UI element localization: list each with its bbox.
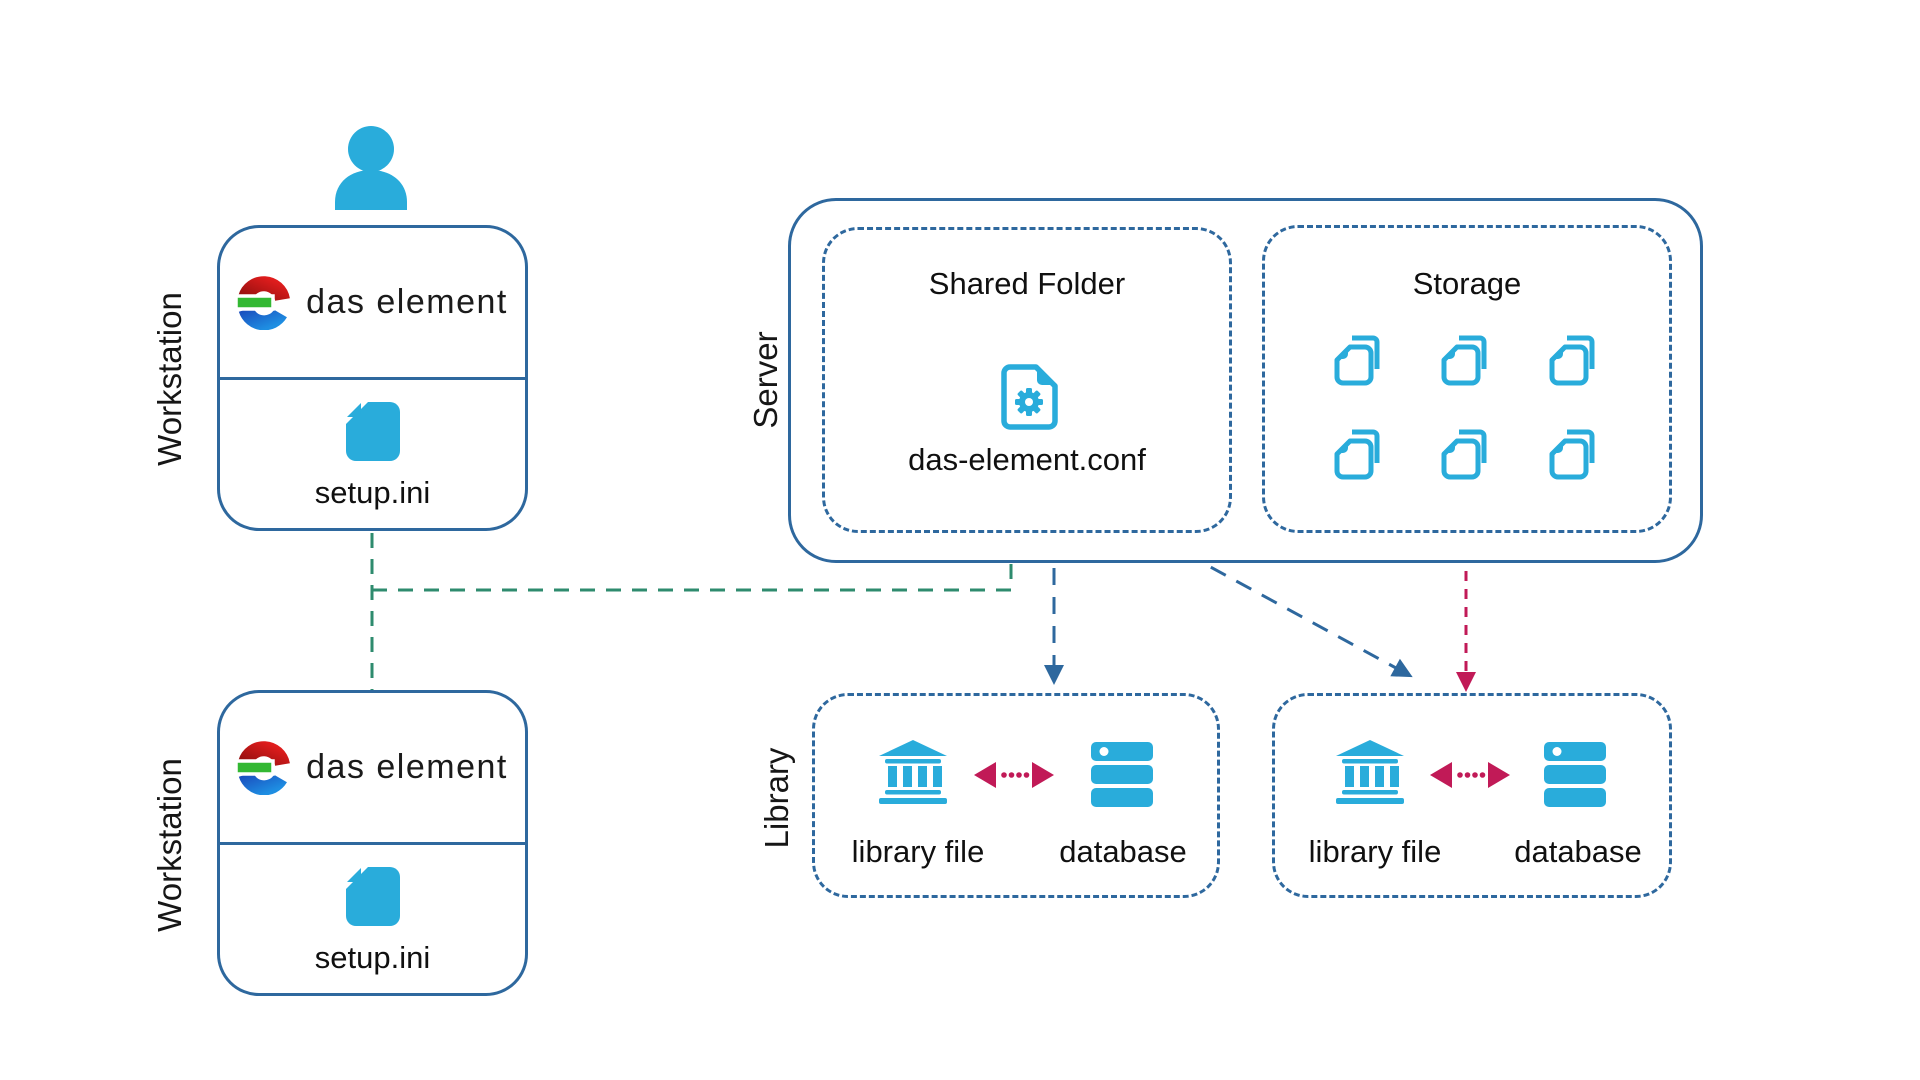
- library-2-box: [1272, 693, 1672, 898]
- setup-file-icon: [345, 867, 400, 926]
- database-label: database: [1514, 834, 1642, 869]
- sync-arrow-icon: [1430, 762, 1510, 788]
- database-icon: [1544, 742, 1606, 807]
- copy-files-icon: [1441, 335, 1487, 386]
- sync-arrow-icon: [974, 762, 1054, 788]
- database-icon: [1091, 742, 1153, 807]
- shared-folder-title: Shared Folder: [928, 266, 1126, 301]
- storage-title: Storage: [1412, 266, 1522, 301]
- database-label: database: [1059, 834, 1187, 869]
- shared-folder-box: [822, 227, 1232, 533]
- config-file-icon: [1001, 364, 1058, 430]
- app-name: das element: [306, 748, 508, 786]
- library-1-box: [812, 693, 1220, 898]
- das-element-logo-icon: [237, 740, 291, 795]
- user-icon: [335, 126, 407, 210]
- workstation-1-file-row: setup.ini: [220, 383, 525, 528]
- gear-icon: [1015, 388, 1043, 416]
- setup-file-label: setup.ini: [314, 940, 431, 975]
- copy-files-icon: [1549, 335, 1595, 386]
- setup-file-label: setup.ini: [314, 475, 431, 510]
- workstation-1-box: das element setup.ini: [217, 225, 528, 531]
- workstation-2-file-row: setup.ini: [220, 848, 525, 993]
- library-file-label: library file: [1308, 834, 1442, 869]
- workstation-2-label: Workstation: [151, 758, 188, 932]
- workstation-1-label: Workstation: [151, 292, 188, 466]
- library-label: Library: [758, 747, 795, 849]
- setup-file-icon: [345, 402, 400, 461]
- app-name: das element: [306, 283, 508, 321]
- workstation-2-box: das element setup.ini: [217, 690, 528, 996]
- server-label: Server: [747, 331, 784, 429]
- workstation-2-app-row: das element: [220, 693, 525, 845]
- config-file-label: das-element.conf: [908, 442, 1146, 477]
- copy-files-icon: [1549, 429, 1595, 480]
- das-element-logo-icon: [237, 275, 291, 330]
- storage-box: [1262, 225, 1672, 533]
- copy-files-icon: [1334, 429, 1380, 480]
- library-building-icon: [1336, 740, 1404, 804]
- copy-files-icon: [1441, 429, 1487, 480]
- library-file-label: library file: [851, 834, 985, 869]
- library-building-icon: [879, 740, 947, 804]
- copy-files-icon: [1334, 335, 1380, 386]
- workstation-1-app-row: das element: [220, 228, 525, 380]
